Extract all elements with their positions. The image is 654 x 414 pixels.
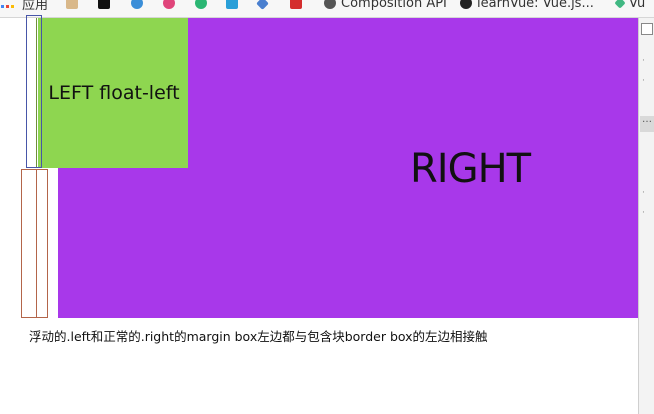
bookmark-label: learnVue: Vue.js...: [477, 0, 594, 11]
bookmark-item[interactable]: [163, 0, 180, 11]
devtools-marker: ·: [642, 76, 645, 86]
bookmark-composition-api[interactable]: Composition API: [324, 0, 447, 11]
bookmark-favicon-icon: [324, 0, 336, 9]
left-float-block: LEFT float-left: [38, 18, 188, 168]
bookmark-item[interactable]: [98, 0, 115, 11]
bookmark-apps[interactable]: 应用: [22, 0, 49, 13]
left-label: LEFT float-left: [48, 82, 180, 104]
bookmark-item[interactable]: [131, 0, 148, 11]
github-icon: [460, 0, 472, 9]
bookmark-item[interactable]: [195, 0, 212, 11]
bookmark-learnvue[interactable]: learnVue: Vue.js...: [460, 0, 594, 11]
bookmark-item[interactable]: [290, 0, 307, 11]
bookmark-favicon-icon: [66, 0, 78, 9]
bookmark-favicon-icon: [195, 0, 207, 9]
devtools-marker: ·: [642, 208, 645, 218]
more-dots-icon[interactable]: …: [640, 115, 654, 132]
apps-grid-icon[interactable]: [1, 5, 17, 17]
bookmark-item[interactable]: [66, 0, 83, 11]
vue-icon: [614, 0, 626, 9]
bookmark-label: Composition API: [341, 0, 447, 11]
bookmark-favicon-icon: [131, 0, 143, 9]
bookmark-favicon-icon: [163, 0, 175, 9]
right-label: RIGHT: [410, 146, 531, 192]
page-viewport: RIGHT LEFT float-left 浮动的.left和正常的.right…: [0, 15, 638, 414]
bookmark-favicon-icon: [256, 0, 269, 10]
bookmark-item[interactable]: [256, 0, 272, 11]
bookmark-label: Vu: [629, 0, 646, 11]
devtools-dock-icon[interactable]: [641, 23, 653, 35]
bookmark-favicon-icon: [290, 0, 302, 9]
right-margin-box-outline: [21, 169, 48, 318]
margin-guide-line: [36, 169, 37, 318]
devtools-marker: ·: [642, 56, 645, 66]
left-margin-box-outline: [26, 15, 42, 168]
devtools-panel-edge[interactable]: · · … · ·: [638, 18, 654, 414]
devtools-marker: ·: [642, 188, 645, 198]
bookmark-favicon-icon: [226, 0, 238, 9]
bookmark-item[interactable]: [226, 0, 243, 11]
margin-guide-line: [36, 18, 37, 168]
bookmark-favicon-icon: [98, 0, 110, 9]
bookmark-label: 应用: [22, 0, 49, 13]
caption-text: 浮动的.left和正常的.right的margin box左边都与包含块bord…: [29, 329, 488, 344]
bookmarks-bar: 应用 Composition API learnVue: Vue.js... V…: [0, 0, 654, 18]
bookmark-vue[interactable]: Vu: [614, 0, 646, 11]
